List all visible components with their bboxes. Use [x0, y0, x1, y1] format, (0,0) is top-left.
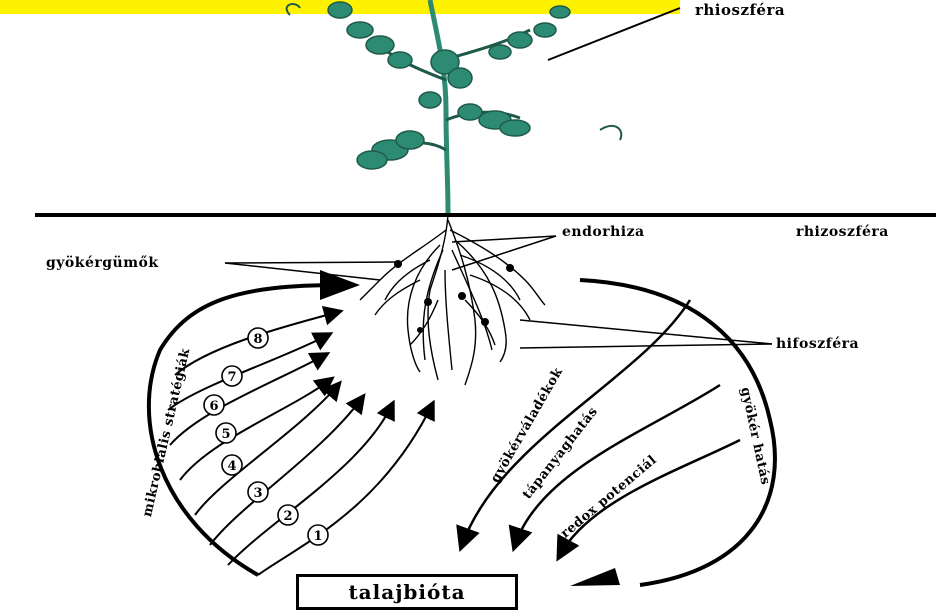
strategy-arrow-6 — [170, 355, 325, 445]
strategy-number: 7 — [227, 370, 236, 385]
plant-shoot — [287, 0, 622, 215]
strategy-arrow-5 — [180, 380, 330, 480]
hyphosphere-label: hifoszféra — [776, 336, 859, 352]
influence-arrows — [462, 300, 740, 555]
top-label: rhioszféra — [695, 1, 785, 19]
right-cycle-arrowhead — [570, 568, 620, 586]
left-cycle-arrowhead — [320, 270, 360, 300]
root-system — [360, 215, 545, 385]
strategy-arrow-7 — [168, 335, 328, 410]
strategy-number: 5 — [221, 427, 230, 442]
label-pointers — [225, 236, 772, 348]
strategy-arrow-1 — [258, 405, 432, 575]
strategy-number: 8 — [253, 332, 262, 347]
strategy-number: 1 — [313, 529, 322, 544]
strategy-number: 3 — [253, 486, 262, 501]
strategy-number: 6 — [209, 399, 218, 414]
strategy-number: 2 — [283, 509, 292, 524]
soil-biota-box: talajbióta — [296, 574, 518, 610]
strategy-number: 4 — [227, 459, 236, 474]
nodules-label: gyökérgümők — [46, 255, 159, 271]
endorhiza-label: endorhiza — [562, 224, 645, 240]
rhizosphere-label: rhizoszféra — [796, 224, 889, 240]
